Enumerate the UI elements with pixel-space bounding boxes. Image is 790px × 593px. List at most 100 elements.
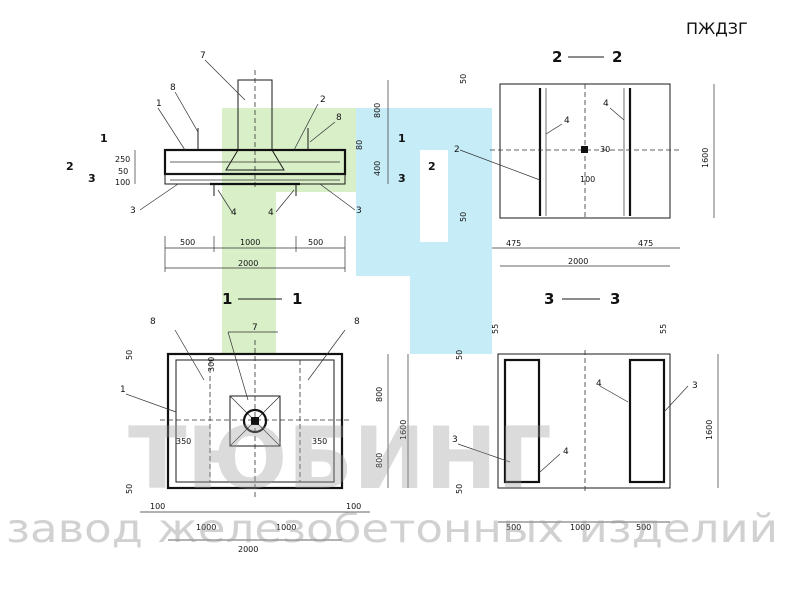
wm-cut-1: [420, 150, 448, 242]
dim-800-plan-b: 800: [375, 453, 384, 468]
callout-4a: 4: [231, 208, 237, 218]
cut-mark-2-right: 2: [428, 160, 436, 173]
dim-800: 800: [373, 103, 382, 118]
leader-3-s33-a: [663, 385, 689, 413]
leader-7: [204, 59, 246, 101]
leader-8a: [174, 91, 199, 133]
dim-50-top: 50: [459, 74, 468, 84]
dim-1000: 1000: [240, 238, 260, 247]
sec33-wall-left: [503, 358, 541, 484]
dim-50-s33-bot: 50: [455, 484, 464, 494]
dim-2000-r: 2000: [568, 257, 588, 266]
callout-2: 2: [320, 95, 326, 105]
watermark-brand: ТЮБИНГ: [128, 409, 552, 509]
pipe-base-square: [229, 395, 281, 447]
dim-500-s33-l: 500: [506, 523, 521, 532]
dim-100-inner: 100: [580, 175, 595, 184]
dim-50-s33-top: 50: [455, 350, 464, 360]
dim-55-left: 55: [491, 324, 500, 334]
callout-3-s33-b: 3: [452, 435, 458, 445]
leader-7-plan: [227, 331, 249, 401]
leader-8b: [309, 121, 336, 143]
callout-8: 8: [170, 83, 176, 93]
callout-1: 1: [156, 99, 162, 109]
leader-2-sec: [459, 149, 541, 181]
cut-mark-1-right: 1: [398, 132, 406, 145]
dim-500-s33-r: 500: [636, 523, 651, 532]
leader-1-plan: [125, 393, 177, 413]
dim-400: 400: [373, 161, 382, 176]
wm-green-bar: [222, 108, 276, 354]
leader-2: [293, 103, 319, 151]
cut-mark-3-left: 3: [88, 172, 96, 185]
dim-2000-plan: 2000: [238, 545, 258, 554]
callout-4-s33-b: 4: [563, 447, 569, 457]
opening-mark: [581, 146, 588, 153]
section-3-3-left: 3: [544, 290, 554, 308]
dim-80: 80: [355, 140, 364, 150]
dim-55-right: 55: [659, 324, 668, 334]
callout-4-sec-a: 4: [564, 116, 570, 126]
dim-1600-s33: 1600: [705, 420, 714, 440]
dim-100-plan-r: 100: [346, 502, 361, 511]
section-1-1-left: 1: [222, 290, 232, 308]
dim-250: 250: [115, 155, 130, 164]
dim-475-right: 475: [638, 239, 653, 248]
leader-3a: [139, 183, 179, 211]
section-3-3: 3 3 55 55 50 50 1600 4 3 3 4 500 1000 50…: [452, 290, 719, 532]
callout-8-plan-a: 8: [150, 317, 156, 327]
leader-4b: [275, 189, 295, 213]
wm-cut-2: [340, 276, 410, 354]
callout-7: 7: [200, 51, 206, 61]
dim-30: 30: [600, 145, 610, 154]
dim-2000: 2000: [238, 259, 258, 268]
dim-800-plan-a: 800: [375, 387, 384, 402]
dim-350-left: 350: [176, 437, 191, 446]
dim-500-left: 500: [180, 238, 195, 247]
cut-mark-2-left: 2: [66, 160, 74, 173]
dim-1000-plan-r: 1000: [276, 523, 296, 532]
callout-4b: 4: [268, 208, 274, 218]
dim-50-plan-top: 50: [125, 350, 134, 360]
callout-4-sec-b: 4: [603, 99, 609, 109]
leader-3b: [319, 183, 356, 211]
dim-100: 100: [115, 178, 130, 187]
dim-300-plan: 300: [207, 357, 216, 372]
leader-8-plan-a: [174, 329, 205, 381]
dim-350-right: 350: [312, 437, 327, 446]
dim-50: 50: [118, 167, 128, 176]
callout-8b: 8: [336, 113, 342, 123]
leader-1: [157, 107, 186, 151]
callout-2-sec: 2: [454, 145, 460, 155]
dim-1000-plan-l: 1000: [196, 523, 216, 532]
sec33-wall-right: [628, 358, 666, 484]
pipe-flange: [225, 149, 285, 171]
callout-3-s33-a: 3: [692, 381, 698, 391]
leader-4-s33-b: [539, 453, 561, 473]
sec33-outline: [497, 353, 671, 489]
dim-500-right: 500: [308, 238, 323, 247]
section-2-2: 2 2 50 50 1600 30 100 2 4 4 475 475 2000: [454, 48, 715, 267]
section-3-3-right: 3: [610, 290, 620, 308]
cut-mark-1-left: 1: [100, 132, 108, 145]
callout-7-plan: 7: [252, 323, 258, 333]
dim-ticks-bottom: [164, 236, 346, 272]
callout-1-plan: 1: [120, 385, 126, 395]
callout-8-plan-b: 8: [354, 317, 360, 327]
section-1-1: 1 1 7 8 8 1 300 350 350 50 50 800 800 16…: [120, 290, 409, 554]
callout-3a: 3: [130, 206, 136, 216]
callout-4-s33-a: 4: [596, 379, 602, 389]
section-2-2-left: 2: [552, 48, 562, 66]
support-legs: [213, 184, 297, 196]
section-1-1-right: 1: [292, 290, 302, 308]
callout-3b: 3: [356, 206, 362, 216]
dim-100-plan-l: 100: [150, 502, 165, 511]
leader-4-sec-a: [545, 123, 563, 135]
leader-4-s33-a: [599, 385, 629, 403]
cut-mark-3-right: 3: [398, 172, 406, 185]
elevation-view: 7 8 1 2 8 3 3 4 4 1 2 3 1 3 2 250 50 100…: [66, 51, 436, 272]
dim-50-bot: 50: [459, 212, 468, 222]
dim-1000-s33: 1000: [570, 523, 590, 532]
dim-475-left: 475: [506, 239, 521, 248]
